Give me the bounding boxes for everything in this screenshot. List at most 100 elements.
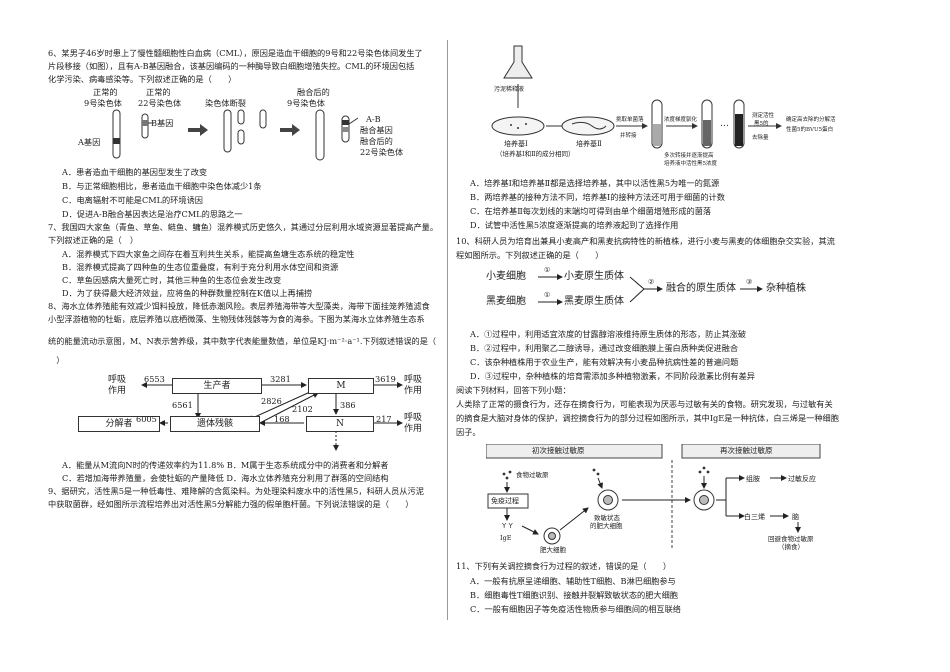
q9-culture-figure: … 污泥稀释液 培养基Ⅰ 培养基Ⅱ （培养基Ⅰ和Ⅱ的成分相同） 挑取单菌落 并转…	[456, 44, 896, 170]
ab-label3: 融合后的	[360, 136, 393, 146]
column-divider	[447, 40, 448, 620]
m-resp-label1: 呼吸	[404, 375, 423, 385]
ab-label1: A-B	[366, 114, 381, 124]
q9-stem-line2: 中获取菌群，经如图所示流程培养出对活性黑5分解能力强的假单胞杆菌。下列说法错误的…	[48, 499, 414, 509]
avoid-label2: （摘食）	[778, 543, 804, 551]
producer-resp-label1: 呼吸	[108, 375, 127, 385]
chr22-label1: 正常的	[146, 87, 171, 97]
chr9-label1: 正常的	[93, 87, 118, 97]
fusion-arrows	[538, 274, 763, 305]
energy-arrows	[141, 382, 403, 451]
q9-option-c: C．在培养基Ⅱ每次划线的末端均可得到由单个细菌增殖形成的菌落	[470, 206, 712, 216]
q7-stem-line1: 7、我国四大家鱼（青鱼、草鱼、鲢鱼、鳙鱼）混养模式历史悠久，其通过分层利用水域资…	[48, 222, 439, 232]
q11-option-b: B．细胞毒性T细胞识别、接触并裂解致敏状态的肥大细胞	[470, 590, 678, 600]
m-resp-label2: 作用	[404, 386, 423, 396]
leukotriene-label: 白三烯	[744, 513, 765, 521]
step-2: ②	[648, 278, 655, 286]
q8-energy-flow-figure: 生产者 M N 遗体残骸 分解者 呼吸 作用 呼吸 作用 呼吸 作用 6553 …	[78, 370, 438, 456]
culture-drawing: …	[491, 45, 782, 149]
break-label: 染色体断裂	[205, 98, 246, 108]
q11-stem: 11、下列有关调控摘食行为过程的叙述，错误的是（ ）	[456, 561, 672, 571]
q10-stem-line2: 程如图所示。下列叙述正确的是（ ）	[456, 250, 604, 260]
value-6561: 6561	[172, 400, 193, 410]
step2-label: 浓度梯度驯化	[664, 117, 698, 123]
q10-stem-line1: 10、科研人员为培育出兼具小麦高产和黑麦抗病特性的新植株，进行小麦与黑麦的体细胞…	[456, 236, 835, 246]
gene-a-label: A基因	[78, 137, 101, 147]
n-resp-label2: 作用	[404, 424, 423, 434]
q7-option-a: A．混养模式下四大家鱼之间存在着互利共生关系，能提高鱼塘生态系统的稳定性	[62, 249, 355, 259]
q9-stem-line1: 9、据研究，活性黑5是一种低毒性、难降解的含氮染料。为处理染料废水中的活性黑5，…	[48, 486, 424, 496]
step-1-rye: ①	[544, 291, 551, 299]
sample-label: 污泥稀释液	[494, 86, 525, 93]
allergy-pathway-figure: Y Y 初次接触过敏原 再次接触过敏原 食物过敏原 免疫过程 IgE	[486, 444, 826, 554]
q10-option-c: C．该杂种植株用于农业生产，能有效解决有小麦品种抗病性差的普遍问题	[470, 357, 739, 367]
reading-line3: 因子。	[456, 427, 481, 437]
step3-label-b: 培养液中活性黑5浓度	[664, 161, 717, 167]
sensitized-label2: 的肥大细胞	[590, 522, 623, 530]
q7-option-d: D．为了获得最大经济效益，应将鱼的种群数量控制在K值以上再捕捞	[62, 288, 313, 298]
reading-intro: 阅读下列材料，回答下列小题：	[456, 385, 571, 395]
ab-label2: 融合基因	[360, 125, 393, 135]
hybrid-plant: 杂种植株	[766, 283, 806, 294]
value-6005: 6005	[136, 414, 157, 424]
q9-option-a: A．培养基Ⅰ和培养基Ⅱ都是选择培养基，其中以活性黑5为唯一的氮源	[470, 178, 720, 188]
dish2-label: 培养基Ⅱ	[576, 140, 602, 148]
chr9-label2: 9号染色体	[84, 98, 122, 108]
q8-options-cd: C．若增加海带养殖量，会使牡蛎的产量降低 D．海水立体养殖充分利用了群落的空间结…	[62, 473, 389, 483]
q10-option-a: A．①过程中，利用适宜浓度的甘露醇溶液维持原生质体的形态，防止其涨破	[470, 329, 747, 339]
q8-stem-line4: ）	[48, 355, 65, 365]
m-box: M	[308, 378, 374, 394]
allergy-reaction-label: 过敏反应	[788, 475, 816, 483]
sensitized-label1: 致敏状态	[594, 514, 620, 522]
dish1-label: 培养基Ⅰ	[504, 140, 528, 148]
remains-box: 遗体残骸	[170, 416, 260, 432]
immune-label: 免疫过程	[491, 497, 519, 505]
q6-option-a: A．患者造血干细胞的基因型发生了改变	[62, 167, 208, 177]
reading-line2: 的摘食是大脑对身体的保护，调控摘食行为的部分过程如图所示，其中IgE是一种抗体，…	[456, 413, 839, 423]
q11-option-c: C．一般有细胞因子等免疫活性物质参与细胞间的相互联络	[470, 604, 681, 614]
q9-option-d: D．试管中活性黑5浓度逐渐提高的培养液起到了选择作用	[470, 220, 679, 230]
q11-option-a: A．一般有抗原呈递细胞、辅助性T细胞、B淋巴细胞参与	[470, 576, 676, 586]
value-3619: 3619	[375, 374, 396, 384]
step5-label-b: 性菌5的BVU5蛋白	[786, 127, 834, 133]
pathway-drawing: Y Y	[486, 444, 821, 550]
value-168: 168	[274, 414, 290, 424]
q6-option-d: D．促进A-B融合基因表达是治疗CML的思路之一	[62, 209, 243, 219]
first-contact-label: 初次接触过敏原	[532, 446, 585, 455]
decomposer-box: 分解者	[78, 416, 160, 432]
value-3281: 3281	[270, 374, 291, 384]
fused9-label2: 9号染色体	[287, 98, 325, 108]
q8-options-ab: A．能量从M流向N时的传递效率约为11.8% B．M属于生态系统成分中的消费者和…	[62, 460, 389, 470]
step5-label-a: 确定高去除的分解活	[786, 117, 836, 123]
producer-box: 生产者	[172, 378, 262, 394]
step-1-wheat: ①	[544, 266, 551, 274]
fused-protoplast: 融合的原生质体	[666, 283, 736, 294]
value-2102: 2102	[292, 404, 313, 414]
ab-label4: 22号染色体	[360, 147, 404, 157]
n-box: N	[306, 416, 374, 432]
dish-note: （培养基Ⅰ和Ⅱ的成分相同）	[496, 150, 575, 158]
q7-stem-line2: 下列叙述正确的是（ ）	[48, 235, 139, 245]
step1-label-a: 挑取单菌落	[616, 117, 644, 123]
gene-b-label: B基因	[151, 118, 174, 128]
rye-protoplast: 黑麦原生质体	[564, 296, 624, 307]
value-6553: 6553	[144, 374, 165, 384]
q6-stem-line1: 6、某男子46岁时患上了慢性髓细胞性白血病（CML），原因是造血干细胞的9号和2…	[48, 48, 423, 58]
step4-label-b: 黑5的	[754, 121, 769, 127]
chr22-label2: 22号染色体	[138, 98, 182, 108]
rye-cell: 黑麦细胞	[486, 296, 526, 307]
q6-chromosome-drawing	[112, 109, 359, 161]
q10-option-b: B．②过程中，利用聚乙二醇诱导，通过改变细胞膜上蛋白质种类促进融合	[470, 343, 739, 353]
wheat-cell: 小麦细胞	[486, 271, 526, 282]
q8-stem-line1: 8、海水立体养殖能有效减少饵料投放，降低赤潮风险。表层养殖海带等大型藻类，海带下…	[48, 301, 430, 311]
n-resp-label1: 呼吸	[404, 413, 423, 423]
q8-stem-line2: 小型浮游植物的牡蛎，底层养殖以底栖微藻、生物残体残骸等为食的海参。下图为某海水立…	[48, 314, 425, 324]
mast-cell-label: 肥大细胞	[540, 546, 566, 554]
q6-option-b: B．与正常细胞相比，患者造血干细胞中染色体减少1条	[62, 181, 262, 191]
value-386: 386	[340, 400, 356, 410]
fused9-label1: 融合后的	[297, 87, 330, 97]
producer-resp-label2: 作用	[108, 386, 127, 396]
q7-option-b: B．混养模式提高了四种鱼的生态位重叠度，有利于充分利用水体空间和资源	[62, 262, 339, 272]
q6-stem-line2: 片段移接（如图），且有A-B基因融合，该基因编码的一种酶导致白细胞增殖失控。CM…	[48, 61, 415, 71]
histamine-label: 组胺	[746, 475, 760, 483]
